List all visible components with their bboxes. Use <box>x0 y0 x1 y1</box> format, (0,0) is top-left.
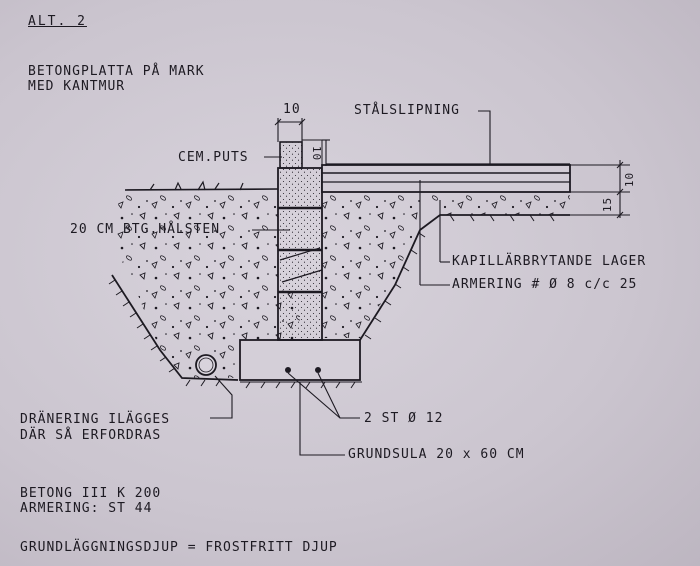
label-armering-slab: ARMERING # Ø 8 c/c 25 <box>452 277 638 292</box>
label-drain-1: DRÄNERING ILÄGGES <box>20 412 171 427</box>
title-line-1: BETONGPLATTA PÅ MARK <box>28 64 205 79</box>
dimension-wall-width <box>274 118 306 142</box>
dim-top-thickness-label: 10 <box>310 145 324 162</box>
label-capillary: KAPILLÄRBRYTANDE LAGER <box>452 254 647 269</box>
footing <box>239 339 361 381</box>
title-line-2: MED KANTMUR <box>28 79 126 94</box>
concrete-fill <box>112 190 300 378</box>
label-drain-2: DÄR SÅ ERFORDRAS <box>20 428 162 443</box>
inner-fill <box>322 190 425 338</box>
capillary-layer <box>425 192 570 215</box>
dim-right-a-label: 10 <box>623 171 637 188</box>
ground-surface <box>124 188 279 191</box>
soil-hatch-left <box>108 279 221 387</box>
soil-hatch-footing <box>245 381 356 389</box>
excavation-line-left <box>111 274 239 381</box>
floor-slab <box>321 164 571 193</box>
dimension-right <box>570 160 630 219</box>
note-concrete: BETONG III K 200 <box>20 486 162 501</box>
label-footing: GRUNDSULA 20 x 60 CM <box>348 447 525 462</box>
label-block: 20 CM BTG.HÅLSTEN <box>70 222 221 237</box>
wall-cap <box>279 141 303 169</box>
alt-label: ALT. 2 <box>28 14 87 29</box>
dim-wall-width-label: 10 <box>283 102 301 117</box>
label-steel: STÅLSLIPNING <box>354 103 460 118</box>
leader-lines <box>210 110 491 456</box>
rebar-right <box>315 367 321 373</box>
label-cem-puts: CEM.PUTS <box>178 150 249 165</box>
note-reinforcement: ARMERING: ST 44 <box>20 501 153 516</box>
dim-right-b-label: 15 <box>601 196 615 213</box>
note-depth: GRUNDLÄGGNINGSDJUP = FROSTFRITT DJUP <box>20 540 338 555</box>
dimension-top-thickness <box>322 139 330 166</box>
label-rebar: 2 ST Ø 12 <box>364 411 444 426</box>
rebar-left <box>285 367 291 373</box>
soil-hatch-right <box>364 214 555 340</box>
